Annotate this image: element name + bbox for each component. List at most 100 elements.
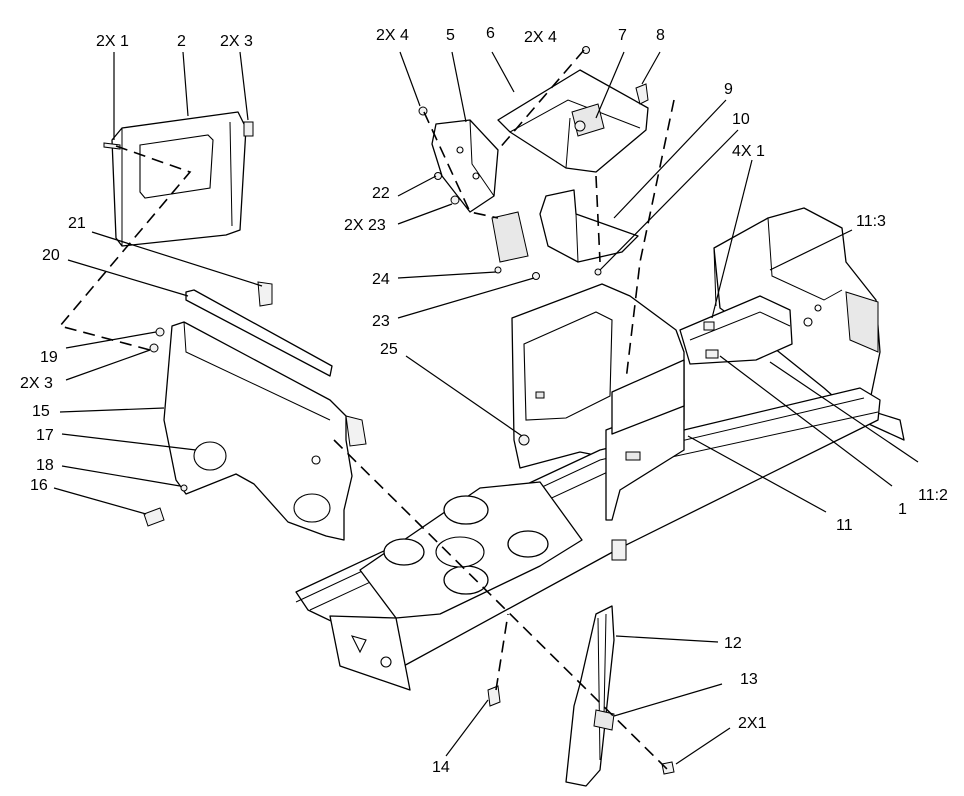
- callout-8: 8: [656, 27, 665, 44]
- leader-5: [451, 51, 467, 123]
- callout-20: 20: [42, 247, 60, 264]
- callout-25: 25: [380, 341, 398, 358]
- leader-23: [397, 277, 535, 319]
- part-14-clip: [487, 685, 501, 707]
- bolt-4x1: [703, 321, 715, 331]
- leader-1: [719, 355, 893, 487]
- leader-18: [61, 465, 181, 487]
- callout-4x1: 4X 1: [732, 143, 765, 160]
- callout-24: 24: [372, 271, 390, 288]
- part-5-bracket: [418, 106, 499, 213]
- nut-2x3-left: [149, 343, 159, 353]
- part-9-lower-bracket: [491, 189, 639, 276]
- callout-5: 5: [446, 27, 455, 44]
- leader-10: [599, 129, 739, 271]
- leader-2x4-left: [399, 51, 421, 107]
- nut-22: [434, 172, 442, 180]
- callout-11-3: 11:3: [856, 213, 886, 230]
- part-6-mount-bracket: [497, 46, 649, 173]
- callout-2x4-left: 2X 4: [376, 27, 409, 44]
- part-24-bracket: [491, 211, 529, 263]
- screw-18: [180, 484, 188, 492]
- leader-20: [67, 259, 189, 297]
- callout-23: 23: [372, 313, 390, 330]
- leader-6: [491, 51, 515, 93]
- screw-2x4-right: [582, 46, 590, 54]
- part-2-access-panel: [103, 111, 254, 247]
- callout-2: 2: [177, 33, 186, 50]
- callout-labels: 2X 1 2 2X 3 2X 4 5 6 2X 4 7 8 9 10 4X 1 …: [20, 25, 948, 776]
- leader-19: [65, 331, 157, 349]
- nut-2x23: [450, 195, 460, 205]
- screw-2x4-left: [418, 106, 428, 116]
- callout-11-2: 11:2: [918, 487, 948, 504]
- leader-8: [641, 51, 661, 85]
- nut-19: [155, 327, 165, 337]
- callout-1: 1: [898, 501, 907, 518]
- callout-17: 17: [36, 427, 54, 444]
- part-11-chassis-frame: [295, 359, 881, 691]
- callout-16: 16: [30, 477, 48, 494]
- callout-7: 7: [618, 27, 627, 44]
- callout-2x1-top: 2X 1: [96, 33, 129, 50]
- leader-17: [61, 433, 197, 451]
- callout-18: 18: [36, 457, 54, 474]
- leader-13: [613, 683, 723, 717]
- leader-12: [615, 635, 719, 643]
- leader-24: [397, 271, 497, 279]
- callout-2x3-top: 2X 3: [220, 33, 253, 50]
- callout-13: 13: [740, 671, 758, 688]
- leader-lines: [53, 51, 919, 765]
- clip-nut-2x3-top: [243, 121, 254, 137]
- part-20-strip: [185, 289, 333, 377]
- assembly-dashed-lines: [58, 49, 675, 771]
- callout-19: 19: [40, 349, 58, 366]
- leader-11-2: [769, 361, 919, 463]
- callout-22: 22: [372, 185, 390, 202]
- part-1-tube: [679, 295, 793, 365]
- part-12-lower-right-panel: [565, 605, 615, 787]
- leader-11: [687, 435, 827, 513]
- leader-21: [91, 231, 263, 287]
- screw-10: [594, 268, 602, 276]
- callout-15: 15: [32, 403, 50, 420]
- callout-21: 21: [68, 215, 86, 232]
- part-21-clip: [257, 281, 273, 307]
- bolt-2x1-top: [103, 142, 121, 150]
- bolt-1: [705, 349, 719, 359]
- leader-4x1: [711, 159, 753, 319]
- part-11-3-frame-right: [713, 207, 905, 441]
- nut-23: [532, 272, 540, 280]
- screw-7: [574, 120, 586, 132]
- callout-12: 12: [724, 635, 742, 652]
- callout-6: 6: [486, 25, 495, 42]
- leader-2x3-top: [239, 51, 249, 121]
- callout-14: 14: [432, 759, 450, 776]
- bolt-2x1-bottom: [661, 761, 675, 775]
- connector-8: [635, 83, 649, 105]
- leader-2x23: [397, 203, 453, 225]
- leader-14: [445, 699, 489, 757]
- spring-16: [143, 507, 165, 527]
- callout-10: 10: [732, 111, 750, 128]
- bolt-25: [518, 434, 530, 446]
- callout-11: 11: [836, 517, 853, 534]
- screw-24: [494, 266, 502, 274]
- callout-2x3-left: 2X 3: [20, 375, 53, 392]
- leader-15: [59, 407, 165, 413]
- callout-2x4-right: 2X 4: [524, 29, 557, 46]
- leader-22: [397, 175, 437, 197]
- leader-9: [613, 99, 727, 219]
- leader-2x3-left: [65, 349, 151, 381]
- leader-11-3: [769, 229, 853, 271]
- leader-7: [595, 51, 625, 119]
- leader-25: [405, 355, 523, 437]
- callout-9: 9: [724, 81, 733, 98]
- callout-2x23: 2X 23: [344, 217, 386, 234]
- callout-2x1-bottom: 2X1: [738, 715, 767, 732]
- leader-2x1-bottom: [675, 727, 731, 765]
- part-15-side-panel: [143, 281, 367, 541]
- leader-16: [53, 487, 147, 515]
- leader-2: [182, 51, 189, 117]
